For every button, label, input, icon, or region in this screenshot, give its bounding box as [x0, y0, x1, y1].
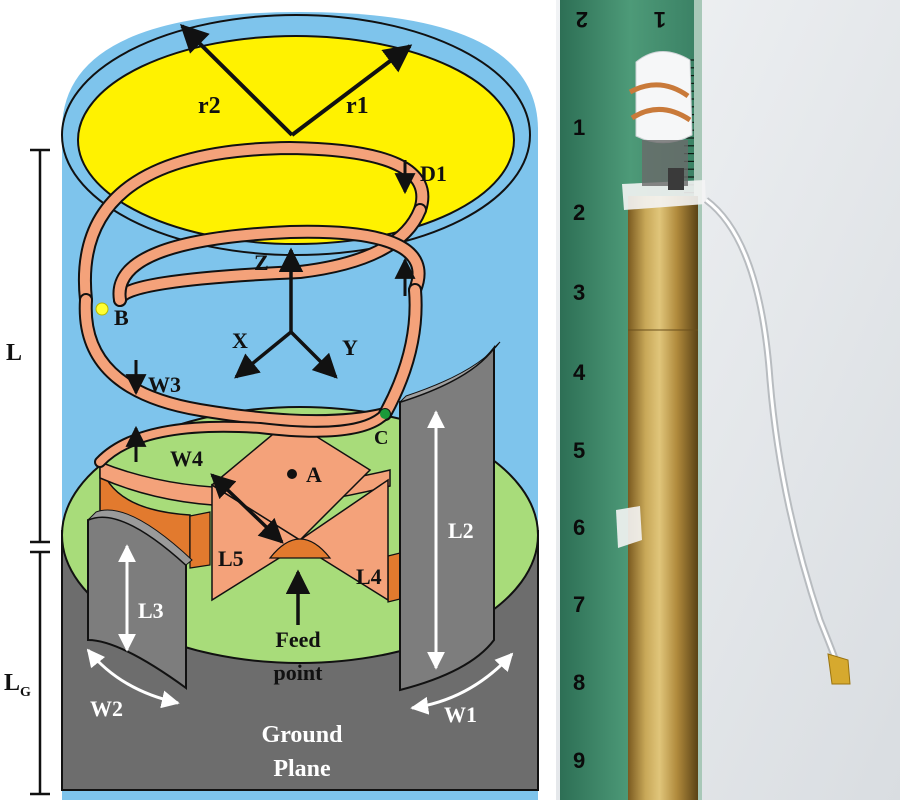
right-plate	[399, 345, 495, 692]
ruler-mark: 1	[654, 7, 666, 32]
r1-label: r1	[346, 93, 369, 119]
l3-label: L3	[138, 598, 164, 623]
r1-arrow	[290, 44, 413, 137]
x-axis-label: X	[232, 328, 248, 353]
ruler-mark: 6	[573, 515, 585, 540]
tape-patch	[616, 506, 642, 548]
left-plate-edge	[87, 509, 193, 566]
y-axis-arrow	[289, 330, 338, 379]
point-c-label: C	[374, 427, 388, 449]
l5-label: L5	[218, 546, 244, 571]
small-plate-left	[189, 511, 211, 569]
feed-point-label-line2: point	[274, 660, 324, 685]
coax-cable-highlight	[705, 198, 842, 673]
l2-label: L2	[448, 518, 474, 543]
r2-label: r2	[198, 93, 221, 119]
brass-tube	[628, 196, 698, 800]
copper-helix	[628, 82, 692, 123]
coax-connector	[827, 653, 851, 685]
w3-label: W3	[148, 372, 181, 397]
top-disc	[77, 35, 515, 245]
z-axis-label: Z	[254, 250, 269, 275]
y-axis-label: Y	[342, 335, 358, 360]
w2-label: W2	[90, 696, 123, 721]
w4-label: W4	[170, 446, 203, 471]
x-axis-arrow	[234, 330, 293, 379]
w4-arrow	[210, 473, 284, 544]
ruler-mark: 1	[573, 115, 585, 140]
tape-patch-top	[622, 180, 706, 210]
ruler-mark: 9	[573, 748, 585, 773]
ruler-mark: 4	[573, 360, 586, 385]
point-a-label: A	[306, 462, 322, 487]
ruler-mark: 3	[573, 280, 585, 305]
antenna-diagram: r2 r1	[4, 12, 539, 800]
d1-label: D1	[420, 161, 447, 186]
antenna-connector	[668, 168, 684, 190]
ground-plane-label-line2: Plane	[273, 756, 331, 782]
l-label: L	[6, 340, 22, 366]
point-a	[287, 469, 297, 479]
w2-arrow	[86, 648, 180, 709]
point-b	[95, 302, 109, 316]
ruler-mark: 7	[573, 592, 585, 617]
lg-label: LG	[4, 670, 31, 700]
r2-arrow	[180, 24, 294, 137]
right-plate-edge	[399, 341, 501, 403]
feed-point-label-line1: Feed	[275, 627, 320, 652]
point-b-label: B	[114, 305, 129, 330]
foam-support	[635, 51, 693, 144]
prototype-photo: 2 1 1 2 3 4 5 6 7 8 9	[556, 0, 900, 800]
w1-arrow	[410, 652, 514, 715]
ground-plane-label-line1: Ground	[262, 722, 344, 748]
ruler-mark: 8	[573, 670, 585, 695]
ruler-mark: 2	[576, 7, 588, 32]
ruler-mark: 2	[573, 200, 585, 225]
point-c	[380, 409, 390, 419]
w1-label: W1	[444, 702, 477, 727]
feed-point-pad	[268, 538, 332, 559]
ruler-numbers: 2 1 1 2 3 4 5 6 7 8 9	[573, 7, 666, 773]
ruler-mark: 5	[573, 438, 585, 463]
l4-label: L4	[356, 564, 382, 589]
